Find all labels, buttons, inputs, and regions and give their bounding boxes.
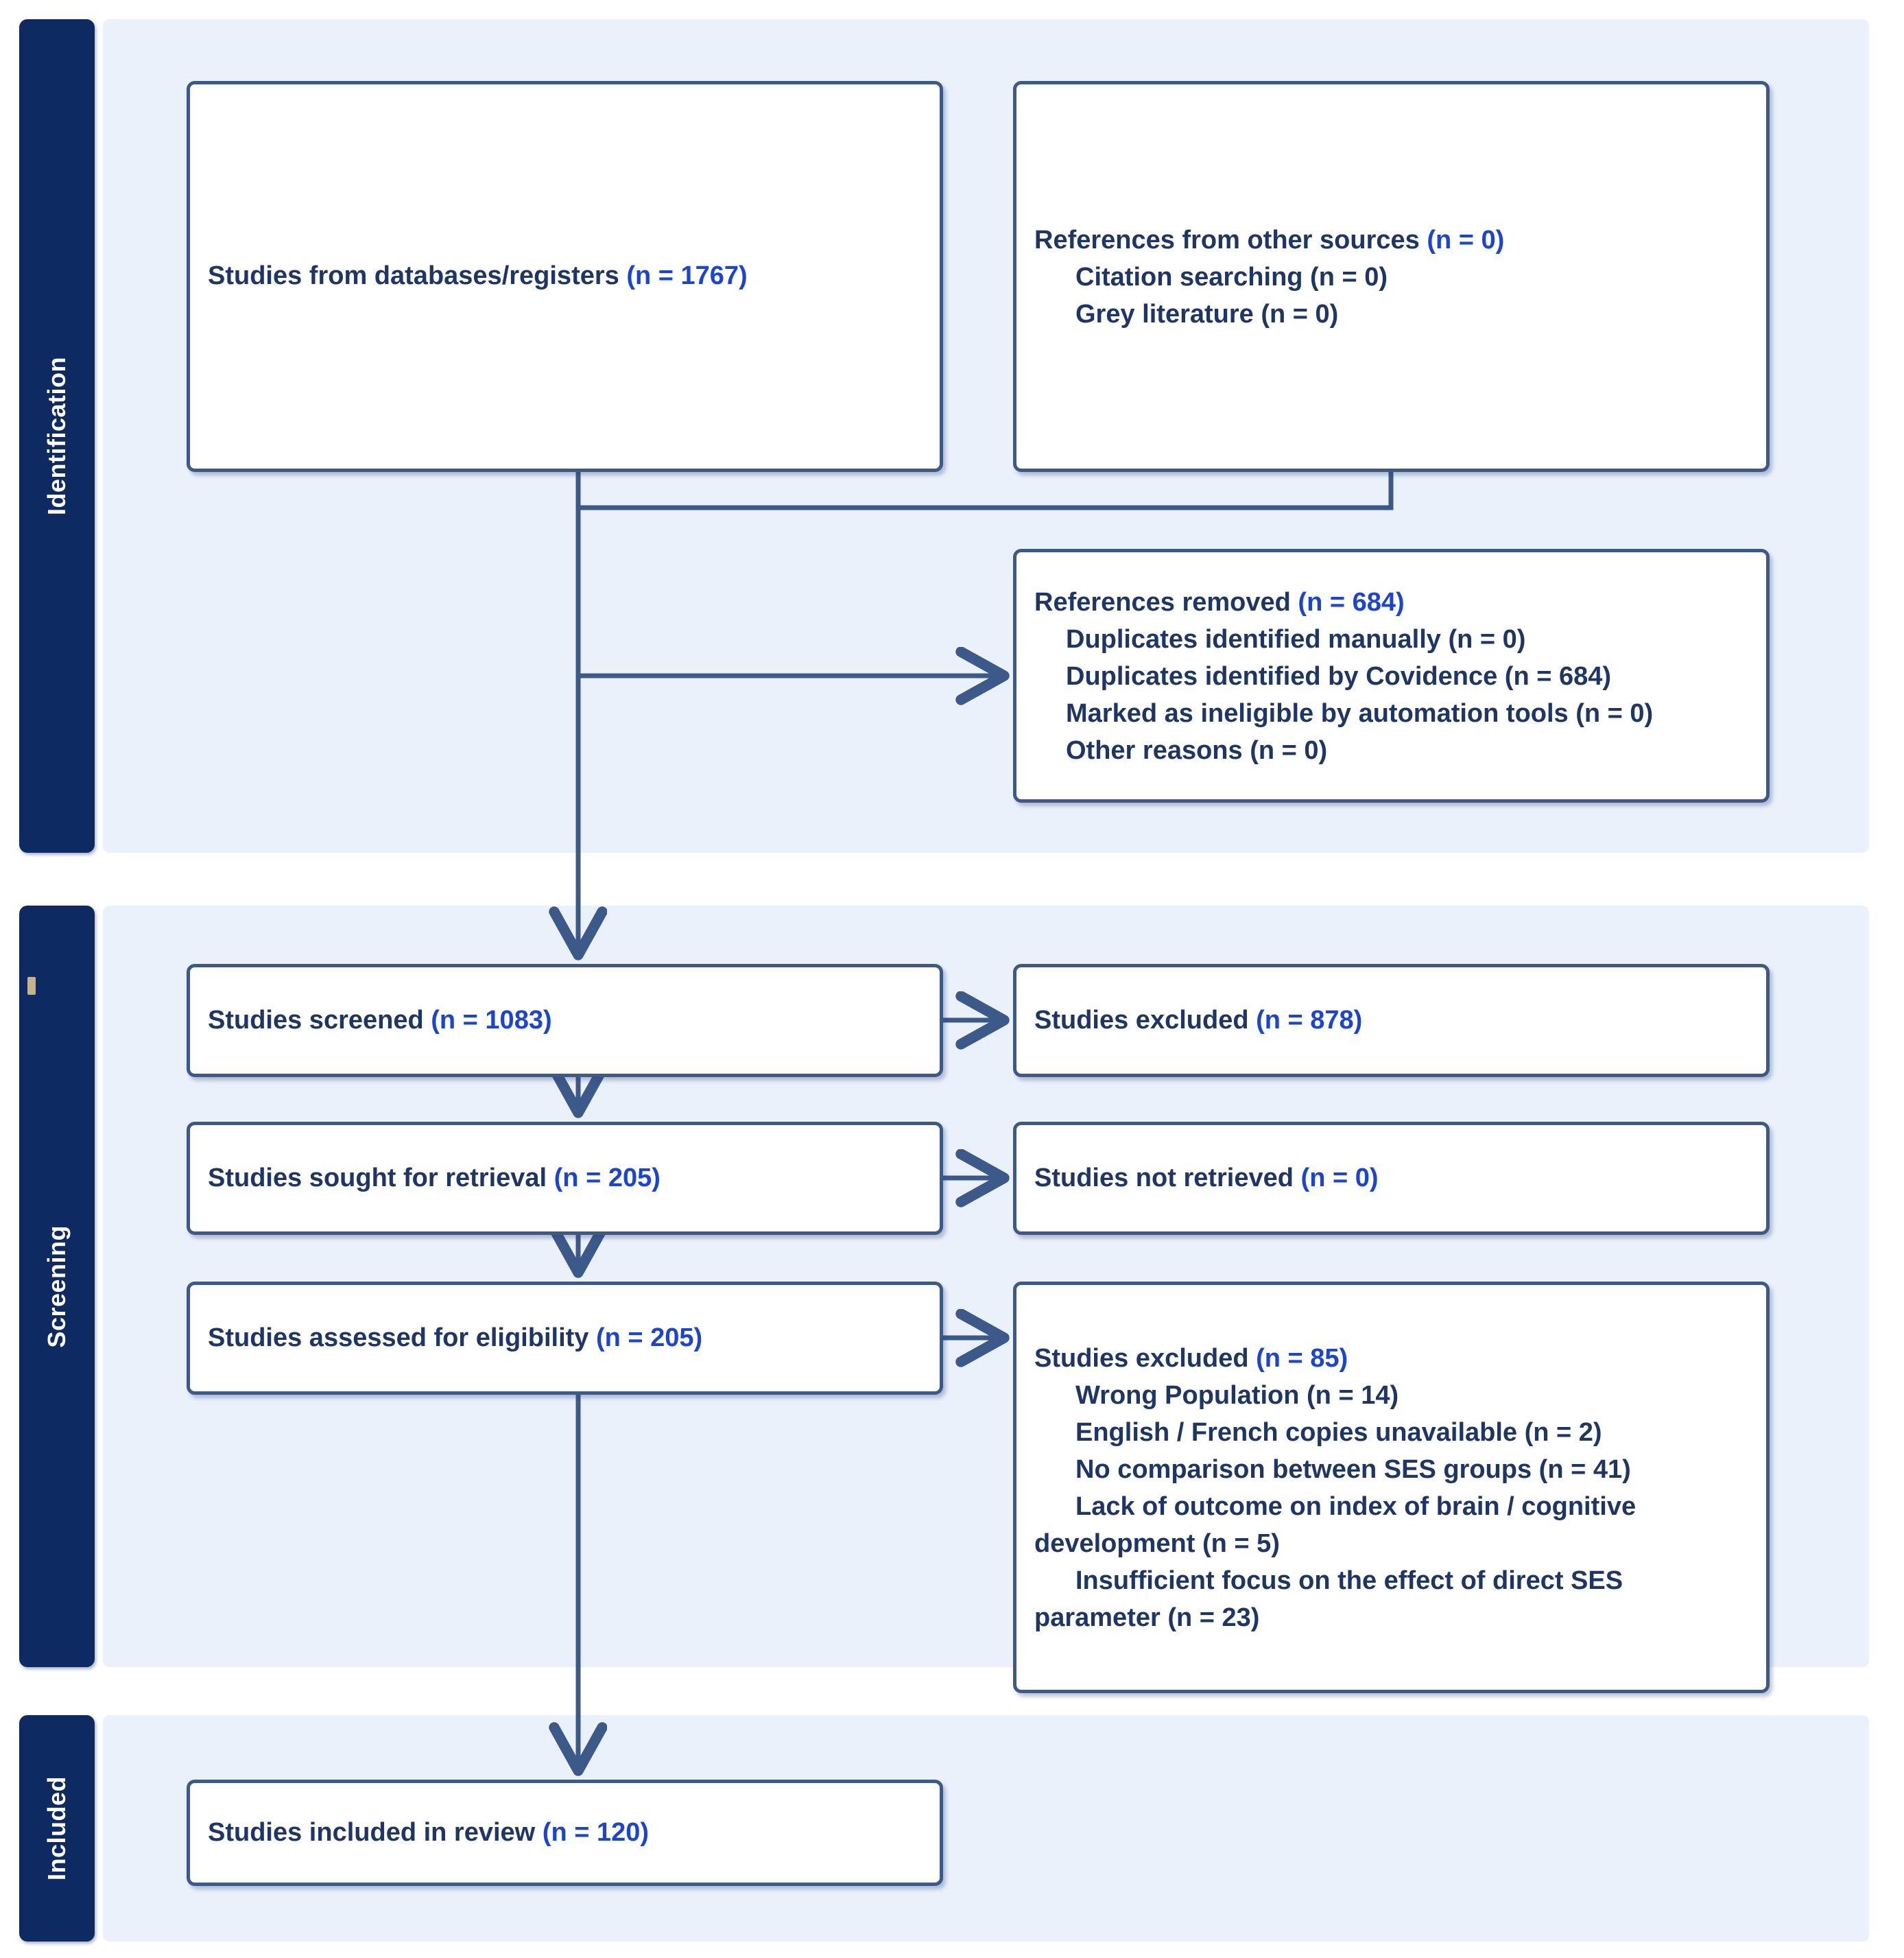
phase-label-screening: Screening	[43, 1225, 71, 1348]
box-sought-count: (n = 205)	[554, 1163, 661, 1192]
box-excluded1-text: Studies excluded (n = 878)	[1016, 1002, 1766, 1039]
box-excluded2-count: (n = 85)	[1256, 1344, 1348, 1373]
phase-bar-screening: Screening	[19, 906, 95, 1667]
box-excluded2-text: Studies excluded (n = 85) Wrong Populati…	[1016, 1338, 1766, 1637]
box-notretr-label: Studies not retrieved	[1034, 1163, 1301, 1192]
phase-label-identification: Identification	[43, 357, 71, 515]
box-removed-text: References removed (n = 684) Duplicates …	[1016, 582, 1766, 770]
box-removed-sub-2: Marked as ineligible by automation tools…	[1066, 698, 1654, 728]
box-assessed-text: Studies assessed for eligibility (n = 20…	[190, 1320, 940, 1357]
box-removed-count: (n = 684)	[1298, 588, 1405, 617]
box-references-from-other-sources[interactable]: References from other sources (n = 0) Ci…	[1013, 81, 1770, 472]
box-othersource-label: References from other sources	[1034, 226, 1427, 255]
box-databases-count: (n = 1767)	[626, 261, 748, 291]
box-excluded2-label: Studies excluded	[1034, 1344, 1257, 1373]
phase-bar-included: Included	[19, 1715, 95, 1942]
box-excluded1-label: Studies excluded	[1034, 1005, 1257, 1035]
phase-label-included: Included	[43, 1776, 71, 1880]
box-othersource-sub-1: Grey literature (n = 0)	[1075, 299, 1339, 329]
box-excluded2-sub-4: Insufficient focus on the effect of dire…	[1034, 1566, 1623, 1632]
box-studies-excluded-screening[interactable]: Studies excluded (n = 878)	[1013, 964, 1770, 1077]
box-excluded2-sub-0: Wrong Population (n = 14)	[1075, 1381, 1399, 1411]
box-included-label: Studies included in review	[208, 1817, 543, 1847]
box-databases-text: Studies from databases/registers (n = 17…	[190, 258, 940, 295]
box-othersource-sub-0: Citation searching (n = 0)	[1075, 263, 1388, 292]
phase-bar-identification: Identification	[19, 19, 95, 853]
box-removed-label: References removed	[1034, 588, 1298, 617]
box-included-text: Studies included in review (n = 120)	[190, 1815, 940, 1852]
box-notretr-count: (n = 0)	[1300, 1163, 1379, 1192]
box-othersource-text: References from other sources (n = 0) Ci…	[1016, 220, 1766, 333]
box-included-count: (n = 120)	[542, 1817, 650, 1847]
box-notretr-text: Studies not retrieved (n = 0)	[1016, 1160, 1766, 1197]
box-studies-excluded-eligibility[interactable]: Studies excluded (n = 85) Wrong Populati…	[1013, 1282, 1770, 1693]
box-databases-label: Studies from databases/registers	[208, 261, 627, 291]
box-excluded2-sub-3: Lack of outcome on index of brain / cogn…	[1034, 1492, 1637, 1558]
box-removed-sub-1: Duplicates identified by Covidence (n = …	[1066, 662, 1612, 692]
box-references-removed[interactable]: References removed (n = 684) Duplicates …	[1013, 549, 1770, 803]
box-studies-assessed-for-eligibility[interactable]: Studies assessed for eligibility (n = 20…	[187, 1282, 943, 1395]
box-excluded2-sub-2: No comparison between SES groups (n = 41…	[1075, 1455, 1631, 1485]
box-assessed-count: (n = 205)	[595, 1323, 703, 1352]
box-removed-sub-3: Other reasons (n = 0)	[1066, 735, 1328, 765]
box-assessed-label: Studies assessed for eligibility	[208, 1323, 596, 1352]
box-studies-sought-for-retrieval[interactable]: Studies sought for retrieval (n = 205)	[187, 1122, 943, 1235]
scan-artifact-mark	[27, 977, 36, 995]
box-screened-count: (n = 1083)	[431, 1005, 552, 1035]
box-studies-included-in-review[interactable]: Studies included in review (n = 120)	[187, 1780, 943, 1886]
box-studies-from-databases[interactable]: Studies from databases/registers (n = 17…	[187, 81, 943, 472]
box-sought-text: Studies sought for retrieval (n = 205)	[190, 1160, 940, 1197]
box-studies-not-retrieved[interactable]: Studies not retrieved (n = 0)	[1013, 1122, 1770, 1235]
box-screened-label: Studies screened	[208, 1005, 431, 1035]
box-removed-sub-0: Duplicates identified manually (n = 0)	[1066, 625, 1526, 654]
box-othersource-count: (n = 0)	[1427, 226, 1505, 255]
box-screened-text: Studies screened (n = 1083)	[190, 1002, 940, 1039]
box-sought-label: Studies sought for retrieval	[208, 1163, 554, 1192]
box-studies-screened[interactable]: Studies screened (n = 1083)	[187, 964, 943, 1077]
box-excluded1-count: (n = 878)	[1256, 1005, 1363, 1035]
box-excluded2-sub-1: English / French copies unavailable (n =…	[1075, 1418, 1602, 1448]
